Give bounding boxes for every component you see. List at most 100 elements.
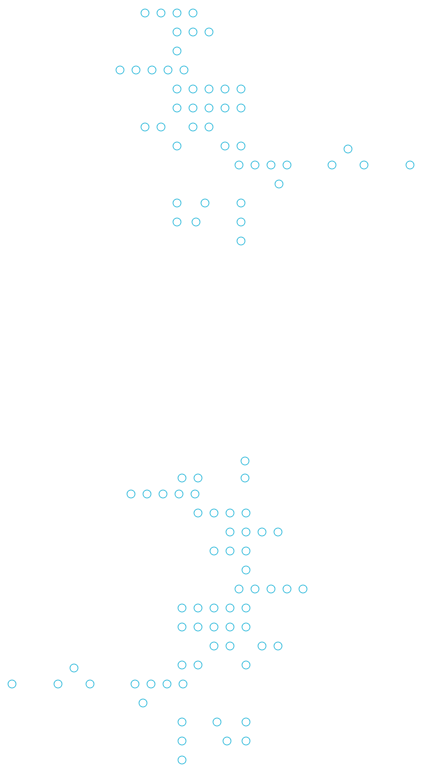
scatter-point (241, 603, 251, 613)
scatter-point (178, 679, 188, 689)
scatter-point (220, 141, 230, 151)
scatter-point (236, 217, 246, 227)
scatter-point (241, 660, 251, 670)
scatter-point (193, 660, 203, 670)
scatter-point (359, 160, 369, 170)
scatter-point (250, 160, 260, 170)
scatter-point (241, 622, 251, 632)
top-dot-cluster (115, 8, 415, 246)
scatter-point (130, 679, 140, 689)
scatter-point (177, 755, 187, 765)
scatter-point (177, 736, 187, 746)
scatter-point (172, 46, 182, 56)
scatter-point (191, 217, 201, 227)
scatter-point (174, 489, 184, 499)
scatter-point (188, 8, 198, 18)
scatter-point (273, 527, 283, 537)
scatter-point (225, 527, 235, 537)
scatter-point (204, 122, 214, 132)
scatter-point (405, 160, 415, 170)
scatter-point (225, 641, 235, 651)
scatter-point (193, 622, 203, 632)
scatter-point (222, 736, 232, 746)
scatter-point (241, 508, 251, 518)
scatter-point (212, 717, 222, 727)
scatter-point (172, 198, 182, 208)
scatter-point (142, 489, 152, 499)
scatter-point (241, 527, 251, 537)
scatter-point (282, 584, 292, 594)
scatter-point (172, 84, 182, 94)
scatter-point (234, 584, 244, 594)
scatter-point (273, 641, 283, 651)
scatter-point (209, 603, 219, 613)
scatter-point (188, 103, 198, 113)
scatter-point (158, 489, 168, 499)
scatter-point (204, 103, 214, 113)
scatter-point (140, 122, 150, 132)
scatter-point (193, 603, 203, 613)
scatter-point (188, 84, 198, 94)
scatter-point (188, 27, 198, 37)
scatter-point (343, 144, 353, 154)
scatter-point (7, 679, 17, 689)
scatter-point (177, 473, 187, 483)
scatter-point (225, 508, 235, 518)
scatter-point (209, 508, 219, 518)
scatter-point (257, 641, 267, 651)
scatter-point (236, 103, 246, 113)
scatter-point (147, 65, 157, 75)
scatter-point (266, 160, 276, 170)
scatter-point (298, 584, 308, 594)
scatter-point (220, 103, 230, 113)
scatter-point (156, 8, 166, 18)
scatter-point (177, 717, 187, 727)
scatter-point (204, 27, 214, 37)
scatter-point (140, 8, 150, 18)
scatter-point (162, 679, 172, 689)
scatter-point (274, 179, 284, 189)
scatter-point (225, 546, 235, 556)
scatter-point (225, 622, 235, 632)
scatter-point (209, 641, 219, 651)
scatter-point (241, 546, 251, 556)
scatter-point (146, 679, 156, 689)
scatter-point (240, 456, 250, 466)
scatter-point (204, 84, 214, 94)
scatter-point (240, 473, 250, 483)
scatter-point (172, 103, 182, 113)
scatter-point (236, 198, 246, 208)
scatter-point (220, 84, 230, 94)
scatter-point (241, 717, 251, 727)
scatter-point (115, 65, 125, 75)
scatter-point (193, 473, 203, 483)
scatter-point (200, 198, 210, 208)
scatter-point (179, 65, 189, 75)
scatter-point (126, 489, 136, 499)
scatter-point (156, 122, 166, 132)
scatter-point (234, 160, 244, 170)
scatter-point (172, 217, 182, 227)
scatter-point (257, 527, 267, 537)
scatter-point (172, 141, 182, 151)
scatter-point (172, 8, 182, 18)
scatter-point (236, 84, 246, 94)
scatter-point (131, 65, 141, 75)
scatter-point (53, 679, 63, 689)
scatter-point (209, 622, 219, 632)
scatter-point (190, 489, 200, 499)
scatter-point (241, 736, 251, 746)
scatter-point (236, 236, 246, 246)
scatter-point (177, 622, 187, 632)
scatter-point (85, 679, 95, 689)
scatter-point (250, 584, 260, 594)
scatter-point (69, 663, 79, 673)
scatter-point (236, 141, 246, 151)
scatter-point (177, 660, 187, 670)
scatter-point (172, 27, 182, 37)
scatter-point (188, 122, 198, 132)
scatter-point (241, 565, 251, 575)
scatter-point (282, 160, 292, 170)
